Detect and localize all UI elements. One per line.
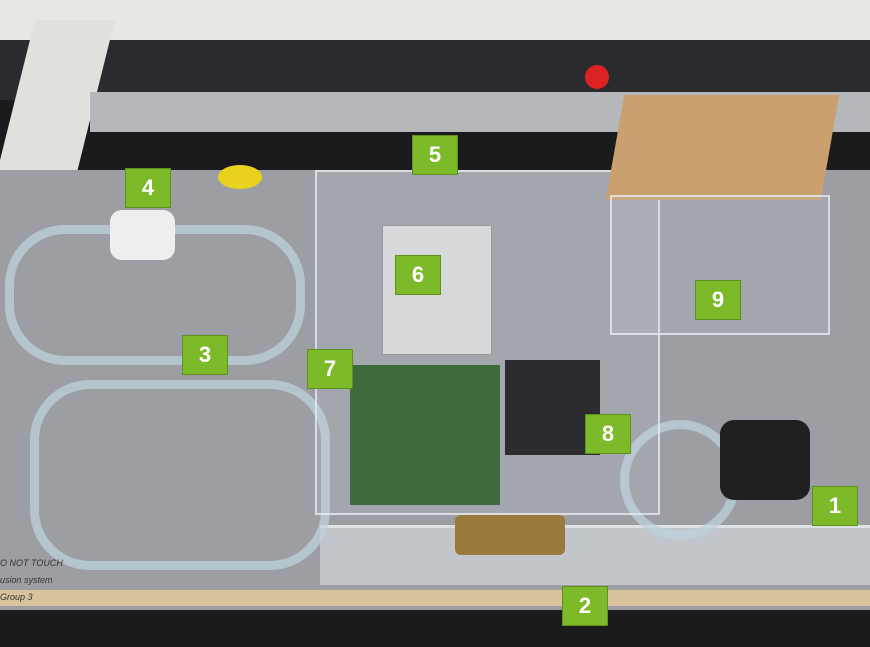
- circuit-board: [350, 365, 500, 505]
- flow-sensor: [455, 515, 565, 555]
- reservoir-lid: [605, 95, 840, 200]
- label-3: 3: [182, 335, 228, 375]
- label-5: 5: [412, 135, 458, 175]
- table-note-3: Group 3: [0, 592, 33, 602]
- emergency-stop: [585, 65, 609, 89]
- label-6: 6: [395, 255, 441, 295]
- yellow-item: [218, 165, 262, 189]
- label-9: 9: [695, 280, 741, 320]
- pump: [720, 420, 810, 500]
- filter: [110, 210, 175, 260]
- label-1: 1: [812, 486, 858, 526]
- label-8: 8: [585, 414, 631, 454]
- wood-edge: [0, 590, 870, 606]
- table-note-1: O NOT TOUCH: [0, 558, 63, 568]
- label-4: 4: [125, 168, 171, 208]
- label-7: 7: [307, 349, 353, 389]
- label-2: 2: [562, 586, 608, 626]
- white-frame-top: [0, 0, 870, 40]
- table-note-2: usion system: [0, 575, 53, 585]
- control-board: [505, 360, 600, 455]
- aluminium-rail: [320, 525, 870, 585]
- tube-lower-loop: [30, 380, 330, 570]
